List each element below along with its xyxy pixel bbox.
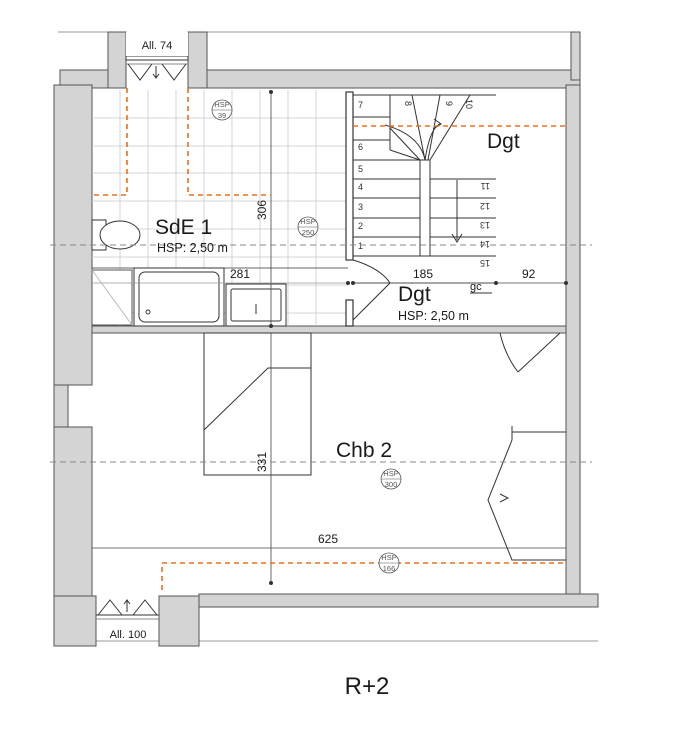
step-15: 15 [480,258,490,268]
doors [352,259,561,373]
washbasin [225,283,287,327]
dim-185: 185 [413,267,433,281]
toilet [91,219,141,251]
window-bottom [96,599,159,620]
walls [53,31,599,647]
hsp-boundary [92,88,566,590]
svg-text:HSP: HSP [300,217,315,226]
hsp-marker-300: HSP 300 [380,468,402,490]
hsp-marker-166: HSP 166 [378,552,400,574]
step-2: 2 [358,221,363,231]
room-chb-name: Chb 2 [336,439,392,462]
svg-text:HSP: HSP [214,100,229,109]
bathtub [133,267,225,327]
step-7: 7 [358,100,363,110]
hsp-marker-39: HSP 39 [211,99,233,121]
window-top-label: All. 74 [142,40,173,52]
svg-text:HSP: HSP [381,553,396,562]
wall-left-mid [53,384,69,428]
wall-pillar-top-left [107,31,127,89]
step-6: 6 [358,142,363,152]
bed [203,332,312,476]
svg-text:166: 166 [383,564,396,573]
step-13: 13 [480,220,490,230]
step-11: 11 [481,181,490,191]
svg-text:300: 300 [385,480,398,489]
step-9: 9 [444,101,454,106]
wall-bottom-left [53,595,97,647]
frame-lines [58,31,598,642]
staircase [352,94,496,257]
step-10: 10 [464,99,474,109]
step-14: 14 [480,239,490,249]
step-4: 4 [358,182,363,192]
wall-top-right [187,69,581,89]
door-bedroom [499,332,519,373]
svg-text:250: 250 [302,228,315,237]
dimension-lines [92,92,566,583]
wall-bottom-right [198,593,599,608]
dim-92: 92 [522,267,536,281]
window-top [125,32,189,81]
room-sde-hsp: HSP: 2,50 m [157,241,228,255]
step-12: 12 [480,201,490,211]
dim-625: 625 [318,532,338,546]
axis-lines [50,244,592,463]
window-bottom-label: All. 100 [110,629,147,641]
svg-text:39: 39 [218,111,226,120]
wall-bottom-pillar [158,595,200,647]
wall-pillar-top-right [187,31,208,89]
dimension-dots [269,90,568,585]
partition-horizontal [91,325,567,334]
door-bathroom [352,259,391,284]
gc-label: gc [470,281,482,293]
dim-331: 331 [255,452,269,472]
wall-left-upper [53,84,93,386]
step-5: 5 [358,164,363,174]
room-dgt-mid-hsp: HSP: 2,50 m [398,309,469,323]
cabinet-left [91,269,133,326]
room-dgt-top-name: Dgt [487,130,520,153]
svg-text:HSP: HSP [383,469,398,478]
room-sde-name: SdE 1 [155,216,212,239]
step-1: 1 [358,241,363,251]
room-dgt-mid-name: Dgt [398,283,431,306]
wall-column-top-right [570,31,581,81]
wardrobe [487,426,566,561]
stair-numbers: 1 2 3 4 5 6 7 8 9 10 11 12 13 14 15 [358,99,490,268]
hsp-marker-250: HSP 250 [297,216,319,238]
wall-right [565,84,581,596]
dim-281: 281 [230,267,250,281]
dim-306: 306 [255,200,269,220]
step-3: 3 [358,202,363,212]
step-8: 8 [403,101,413,106]
level-label: R+2 [345,673,390,700]
